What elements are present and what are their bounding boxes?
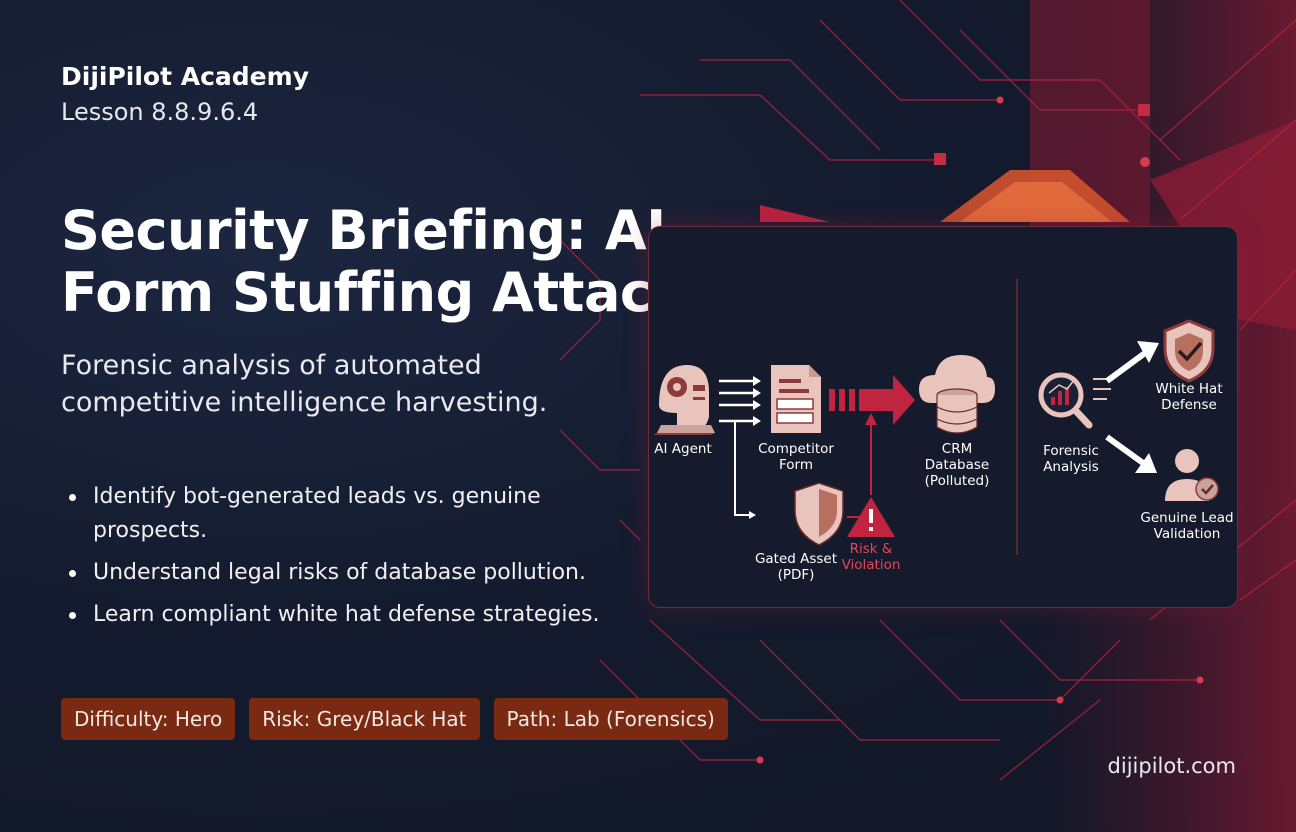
list-item: Identify bot-generated leads vs. genuine… bbox=[69, 480, 629, 548]
crm-database-label: CRM Database (Polluted) bbox=[924, 441, 990, 489]
bullet-dot-icon bbox=[69, 612, 76, 619]
bullet-dot-icon bbox=[69, 570, 76, 577]
cloud-database-icon bbox=[919, 355, 995, 434]
outcome-arrows bbox=[1105, 341, 1159, 473]
genuine-lead-label: Genuine Lead Validation bbox=[1140, 510, 1234, 542]
risk-connector bbox=[847, 413, 877, 518]
risk-badge: Risk: Grey/Black Hat bbox=[249, 698, 480, 740]
list-item: Learn compliant white hat defense strate… bbox=[69, 598, 629, 632]
competitor-form-label: Competitor Form bbox=[758, 441, 834, 473]
subtitle: Forensic analysis of automated competiti… bbox=[61, 350, 548, 418]
document-form-icon bbox=[771, 365, 821, 433]
user-check-icon bbox=[1165, 449, 1219, 501]
forensic-analysis-label: Forensic Analysis bbox=[1043, 443, 1099, 475]
bullet-dot-icon bbox=[69, 494, 76, 501]
badge-row: Difficulty: Hero Risk: Grey/Black Hat Pa… bbox=[61, 698, 728, 740]
warning-triangle-icon bbox=[847, 497, 895, 537]
site-url: dijipilot.com bbox=[1107, 754, 1236, 778]
input-arrows bbox=[719, 376, 761, 519]
path-badge: Path: Lab (Forensics) bbox=[493, 698, 728, 740]
difficulty-badge: Difficulty: Hero bbox=[61, 698, 236, 740]
risk-violation-label: Risk & Violation bbox=[841, 541, 901, 573]
magnifying-glass-chart-icon bbox=[1038, 372, 1111, 429]
diagram-graphics bbox=[653, 279, 1219, 555]
data-flow-arrow-icon bbox=[829, 375, 915, 425]
lesson-number: Lesson 8.8.9.6.4 bbox=[61, 98, 259, 126]
shield-check-icon bbox=[1163, 319, 1215, 383]
white-hat-defense-label: White Hat Defense bbox=[1155, 381, 1223, 413]
ai-agent-label: AI Agent bbox=[654, 441, 712, 457]
objectives-list: Identify bot-generated leads vs. genuine… bbox=[69, 480, 629, 640]
list-item: Understand legal risks of database pollu… bbox=[69, 556, 629, 590]
robot-head-icon bbox=[653, 365, 715, 435]
shield-icon bbox=[794, 482, 844, 546]
attack-diagram-panel: AI Agent Competitor Form CRM Database (P… bbox=[648, 226, 1238, 608]
gated-asset-label: Gated Asset (PDF) bbox=[754, 551, 838, 583]
academy-name: DijiPilot Academy bbox=[61, 62, 309, 91]
page-title: Security Briefing: AI Form Stuffing Atta… bbox=[61, 199, 719, 324]
